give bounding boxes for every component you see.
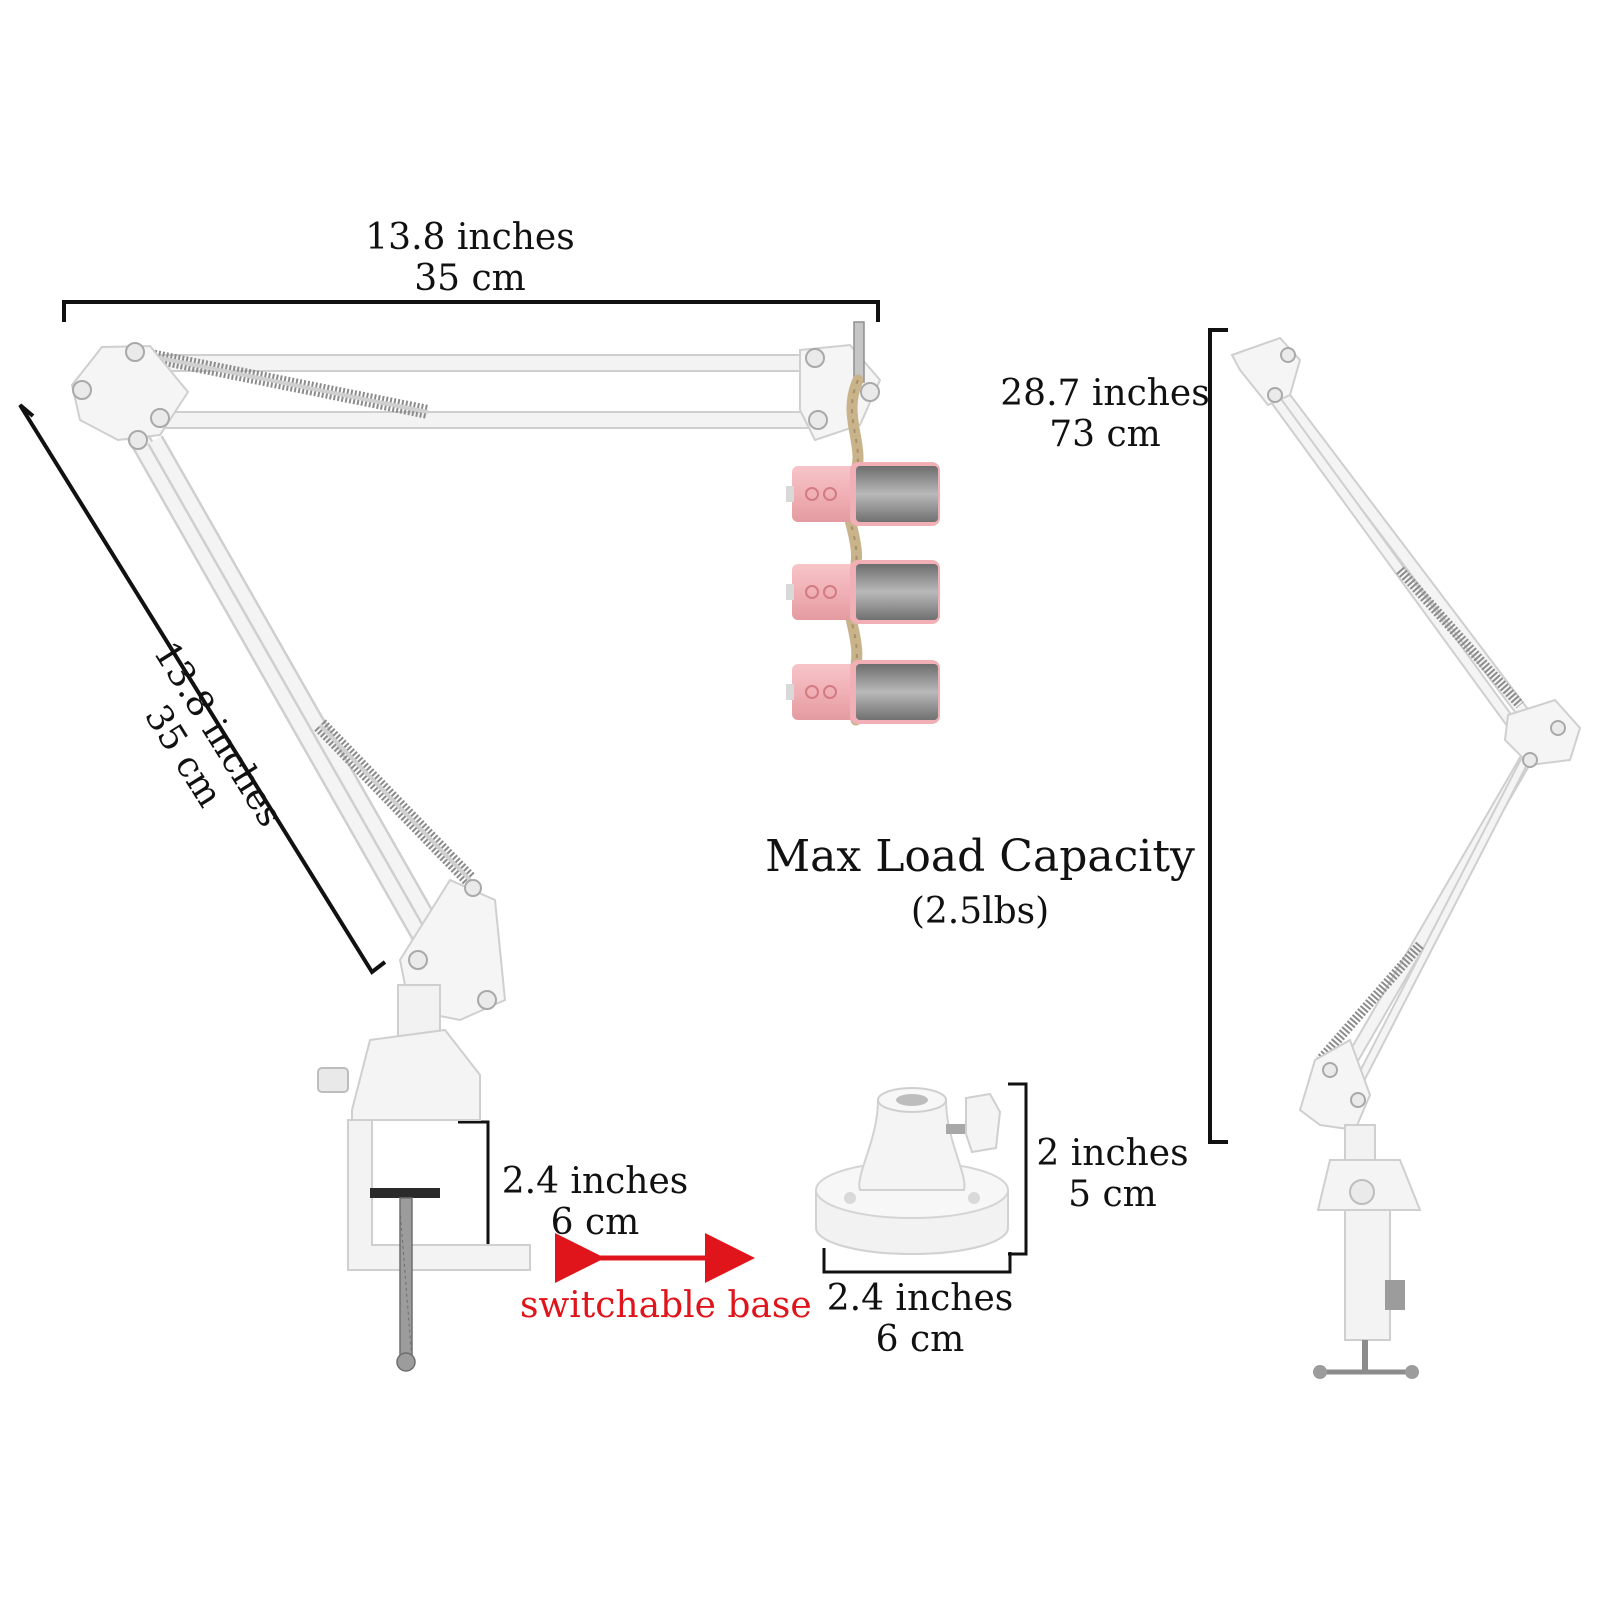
boom-arm-main bbox=[70, 342, 882, 1022]
desk-clamp bbox=[317, 984, 531, 1372]
switchable-base-label: switchable base bbox=[520, 1285, 812, 1326]
top-arm-cm: 35 cm bbox=[414, 257, 526, 299]
base-width-label: 2.4 inches 6 cm bbox=[820, 1278, 1020, 1360]
base-height-bracket bbox=[1008, 1082, 1028, 1256]
max-load-title: Max Load Capacity bbox=[765, 831, 1195, 882]
microphone-load-3 bbox=[786, 660, 940, 724]
height-inches: 28.7 inches bbox=[1000, 373, 1210, 414]
height-label: 28.7 inches 73 cm bbox=[990, 373, 1220, 455]
height-dimension-bracket bbox=[1208, 328, 1228, 1144]
base-height-inches: 2 inches bbox=[1036, 1133, 1189, 1174]
base-height-cm: 5 cm bbox=[1068, 1173, 1157, 1215]
base-width-cm: 6 cm bbox=[875, 1318, 965, 1360]
clamp-opening-inches: 2.4 inches bbox=[501, 1161, 689, 1202]
boom-arm-side-view bbox=[1230, 336, 1582, 1379]
microphone-load-1 bbox=[786, 462, 940, 526]
top-arm-dimension-bracket bbox=[62, 300, 880, 322]
base-width-inches: 2.4 inches bbox=[826, 1278, 1014, 1319]
height-cm: 73 cm bbox=[1049, 413, 1161, 455]
clamp-opening-cm: 6 cm bbox=[550, 1201, 640, 1243]
max-load-value: (2.5lbs) bbox=[910, 890, 1050, 932]
top-arm-length-label: 13.8 inches 35 cm bbox=[360, 217, 580, 299]
top-arm-inches: 13.8 inches bbox=[365, 217, 575, 258]
base-height-label: 2 inches 5 cm bbox=[1030, 1133, 1195, 1215]
flange-base bbox=[815, 1087, 1009, 1255]
base-width-bracket bbox=[822, 1248, 1012, 1274]
max-load-label: Max Load Capacity (2.5lbs) bbox=[760, 832, 1200, 932]
lower-arm-dimension-bracket bbox=[18, 403, 387, 975]
microphone-load-2 bbox=[786, 560, 940, 624]
clamp-opening-label: 2.4 inches 6 cm bbox=[495, 1161, 695, 1243]
